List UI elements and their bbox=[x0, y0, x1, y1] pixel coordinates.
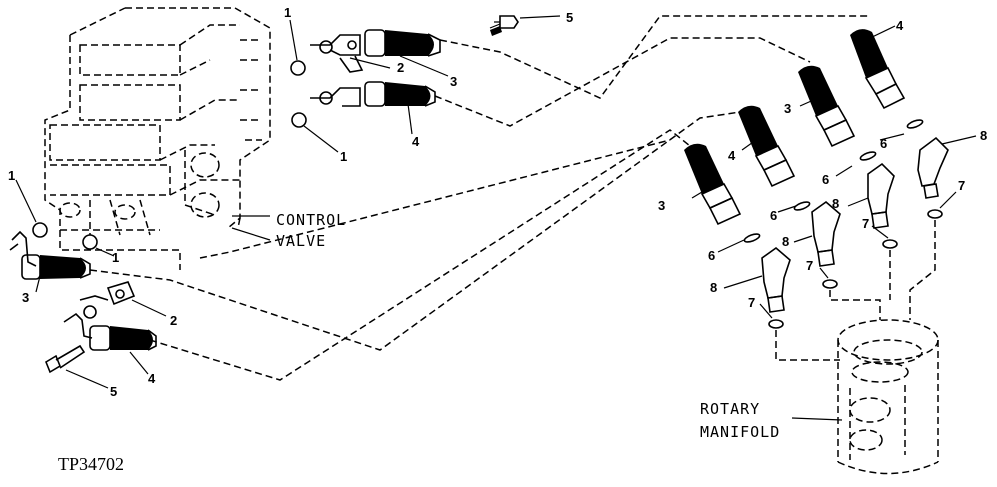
callout-1-upper: 1 bbox=[284, 5, 291, 20]
upper-fitting-assembly bbox=[310, 15, 519, 107]
callout-6-d: 6 bbox=[708, 248, 715, 263]
callout-7-b: 7 bbox=[862, 216, 869, 231]
elbow-fitting bbox=[811, 200, 841, 267]
callout-3-lower-right: 3 bbox=[658, 198, 665, 213]
rotary-manifold-label-line2: MANIFOLD bbox=[700, 423, 780, 441]
hose-routes bbox=[89, 15, 870, 381]
rotary-manifold bbox=[837, 319, 939, 475]
o-ring-group-control bbox=[32, 60, 307, 250]
figure-id: TP34702 bbox=[58, 454, 124, 474]
control-valve bbox=[44, 7, 271, 270]
swivel-fitting bbox=[850, 29, 906, 110]
callout-6-a: 6 bbox=[880, 136, 887, 151]
swivel-fitting bbox=[738, 105, 796, 188]
manifold-connections bbox=[775, 220, 936, 361]
o-ring bbox=[32, 222, 48, 238]
callout-1-middle: 1 bbox=[340, 149, 347, 164]
callout-5-lower: 5 bbox=[110, 384, 117, 399]
callout-4-middle-right: 4 bbox=[728, 148, 736, 163]
callout-1-left: 1 bbox=[8, 168, 15, 183]
callout-4-upper-right: 4 bbox=[896, 18, 904, 33]
callout-3-lower-left: 3 bbox=[22, 290, 29, 305]
control-valve-label-line1: CONTROL bbox=[276, 211, 346, 229]
o-ring bbox=[290, 60, 306, 76]
swivel-fitting bbox=[798, 65, 856, 148]
swivel-fittings bbox=[684, 29, 949, 329]
callout-7-c: 7 bbox=[806, 258, 813, 273]
callout-3-upper-left: 3 bbox=[450, 74, 457, 89]
callout-8-d: 8 bbox=[710, 280, 717, 295]
callout-8-b: 8 bbox=[832, 196, 839, 211]
control-valve-label-line2: VALVE bbox=[276, 232, 326, 250]
callout-4-lower-left: 4 bbox=[148, 371, 156, 386]
callout-3-upper-right: 3 bbox=[784, 101, 791, 116]
callouts: 1 1 1 1 2 2 3 3 3 3 4 4 4 4 5 5 6 6 6 6 … bbox=[8, 5, 987, 399]
o-ring bbox=[291, 112, 307, 128]
elbow-fitting bbox=[761, 246, 791, 313]
rotary-manifold-label-line1: ROTARY bbox=[700, 400, 760, 418]
callout-6-b: 6 bbox=[822, 172, 829, 187]
callout-6-c: 6 bbox=[770, 208, 777, 223]
leader-lines bbox=[15, 15, 977, 421]
callout-2-upper: 2 bbox=[397, 60, 404, 75]
swivel-fitting bbox=[684, 143, 742, 226]
lower-fitting-assembly bbox=[9, 230, 157, 374]
callout-8-a: 8 bbox=[980, 128, 987, 143]
callout-1-lower: 1 bbox=[112, 250, 119, 265]
callout-7-a: 7 bbox=[958, 178, 965, 193]
elbow-fitting bbox=[867, 162, 895, 229]
callout-8-c: 8 bbox=[782, 234, 789, 249]
callout-2-lower: 2 bbox=[170, 313, 177, 328]
callout-7-d: 7 bbox=[748, 295, 755, 310]
captions: CONTROL VALVE ROTARY MANIFOLD TP34702 bbox=[58, 211, 780, 474]
callout-4-upper-left: 4 bbox=[412, 134, 420, 149]
callout-5-upper: 5 bbox=[566, 10, 573, 25]
o-ring bbox=[82, 234, 98, 250]
elbow-fitting bbox=[917, 136, 949, 199]
